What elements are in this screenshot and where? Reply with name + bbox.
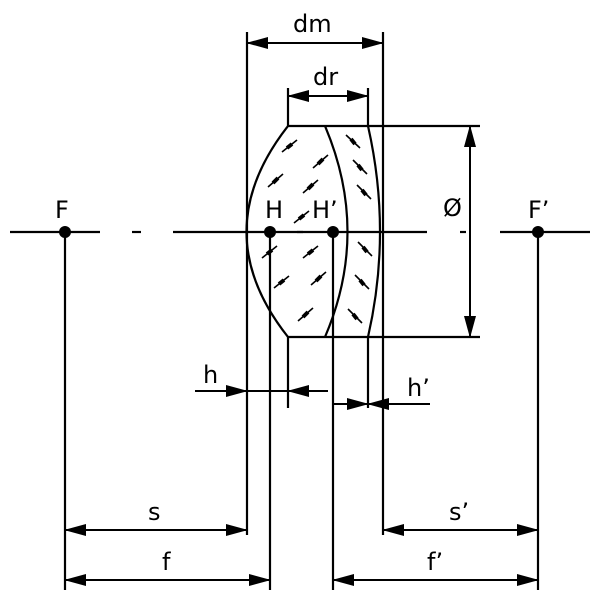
label-H: H (265, 196, 283, 224)
dimension-h: h (195, 361, 328, 397)
dimension-diameter: Ø (443, 125, 476, 338)
lens-element-rear (366, 125, 382, 338)
focal-point-rear: F’ (528, 196, 549, 238)
dimension-f: f (64, 548, 271, 586)
principal-point-rear: H’ (312, 196, 339, 238)
label-F: F (55, 196, 69, 224)
dimension-f-prime: f’ (332, 548, 539, 586)
label-s-prime: s’ (449, 498, 469, 526)
label-s: s (148, 498, 161, 526)
label-f: f (162, 548, 171, 576)
dimension-h-prime: h’ (333, 374, 430, 410)
principal-point-front: H (264, 196, 283, 238)
dimension-s: s (64, 498, 248, 536)
label-f-prime: f’ (427, 548, 443, 576)
label-diameter: Ø (443, 194, 462, 222)
dimension-dr: dr (287, 63, 369, 102)
label-H-prime: H’ (312, 196, 338, 224)
dimension-s-prime: s’ (382, 498, 539, 536)
label-dr: dr (313, 63, 338, 91)
label-dm: dm (293, 10, 332, 38)
focal-point-front: F (55, 196, 71, 238)
label-h-prime: h’ (407, 374, 430, 402)
dimension-dm: dm (246, 10, 384, 49)
label-h: h (203, 361, 218, 389)
glass-hatching (261, 134, 373, 324)
label-F-prime: F’ (528, 196, 549, 224)
